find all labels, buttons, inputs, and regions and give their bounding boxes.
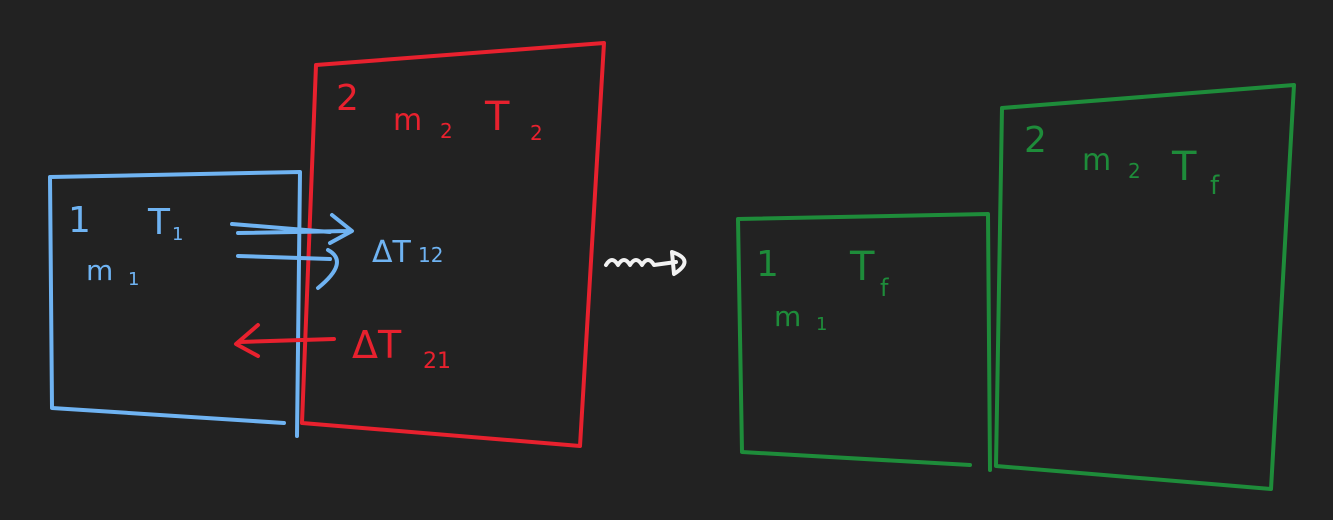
body1-number-initial: 1: [68, 200, 91, 241]
body1-mass-final: m: [774, 300, 801, 333]
flow-12-sub: 12: [418, 243, 443, 267]
body2-mass-sub-initial: 2: [440, 119, 453, 143]
body1-mass-sub-initial: 1: [128, 269, 139, 290]
body1-number-final: 1: [756, 244, 779, 285]
body1-mass-sub-final: 1: [816, 314, 827, 335]
body2-number-initial: 2: [336, 78, 359, 119]
body2-number-final: 2: [1024, 120, 1047, 161]
body2-box-initial: [300, 41, 606, 448]
body2-mass-final: m: [1082, 143, 1111, 178]
flow-12-symbol: ΔT: [372, 235, 412, 270]
body1-temp-initial: T: [147, 202, 171, 243]
body2-box-final: [994, 83, 1296, 491]
body2-temp-sub-final: f: [1210, 171, 1220, 201]
body1-temp-sub-initial: 1: [172, 224, 183, 245]
flow-21-arrow: [234, 323, 336, 358]
body2-temp-sub-initial: 2: [530, 121, 543, 145]
body1-box-initial: [48, 170, 302, 438]
body1-box-final: [736, 212, 992, 472]
flow-21-sub: 21: [423, 349, 451, 374]
body2-temp-final: T: [1171, 144, 1197, 190]
body2-temp-initial: T: [484, 94, 510, 140]
flow-12-arrow-bottom: [236, 248, 339, 290]
body1-temp-sub-final: f: [880, 274, 889, 302]
process-arrow-icon: [604, 250, 687, 276]
body1-temp-final: T: [849, 244, 875, 290]
flow-21-symbol: ΔT: [352, 323, 402, 367]
body1-mass-initial: m: [86, 254, 113, 287]
body2-mass-initial: m: [393, 103, 422, 138]
body2-mass-sub-final: 2: [1128, 159, 1141, 183]
flow-12-arrow-top: [230, 213, 354, 245]
